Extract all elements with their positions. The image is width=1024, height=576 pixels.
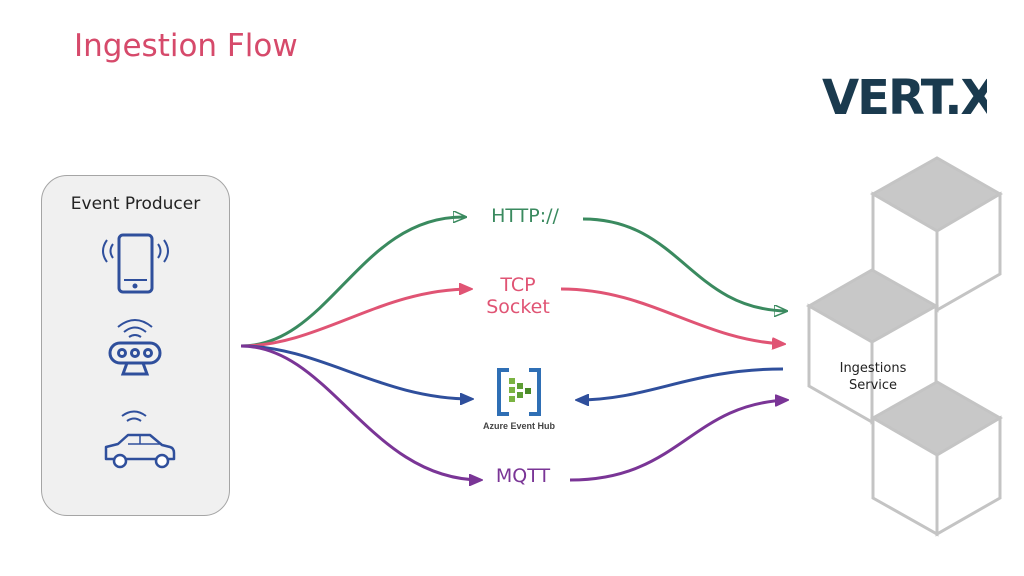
tcp-socket-label: TCP Socket — [470, 274, 566, 318]
vertx-logo: VERT.X — [822, 70, 987, 122]
tcp-flow-arrow — [240, 289, 471, 348]
logo-text: VERT.X — [822, 70, 987, 122]
smartphone-icon — [102, 233, 169, 294]
ingestions-service-label: Ingestions Service — [826, 360, 920, 394]
http-to-service-arrow — [582, 217, 786, 311]
event-producer-title: Event Producer — [70, 194, 201, 214]
tcp-label-line2: Socket — [486, 296, 550, 318]
slide-title: Ingestion Flow — [74, 28, 298, 64]
tcp-label-line1: TCP — [500, 274, 536, 296]
cube-top — [869, 156, 1003, 313]
ingestions-service-cubes — [805, 156, 1003, 537]
mqtt-flow-arrow — [240, 344, 481, 480]
azure-event-hub-icon — [497, 368, 541, 416]
service-to-eventhub-arrow — [577, 367, 784, 400]
service-label-line2: Service — [848, 378, 898, 393]
http-flow-arrow — [240, 217, 465, 348]
cube-bottom — [869, 380, 1003, 537]
http-label: HTTP:// — [491, 205, 559, 227]
mqtt-label: MQTT — [495, 465, 551, 487]
service-label-line1: Ingestions — [839, 361, 907, 376]
mqtt-to-service-arrow — [569, 400, 787, 482]
tcp-to-service-arrow — [560, 287, 784, 344]
eventhub-flow-arrow — [240, 344, 472, 399]
car-icon — [104, 410, 176, 469]
azure-event-hub-label: Azure Event Hub — [482, 421, 555, 431]
cube-middle — [805, 268, 940, 425]
sensor-icon — [108, 319, 162, 376]
